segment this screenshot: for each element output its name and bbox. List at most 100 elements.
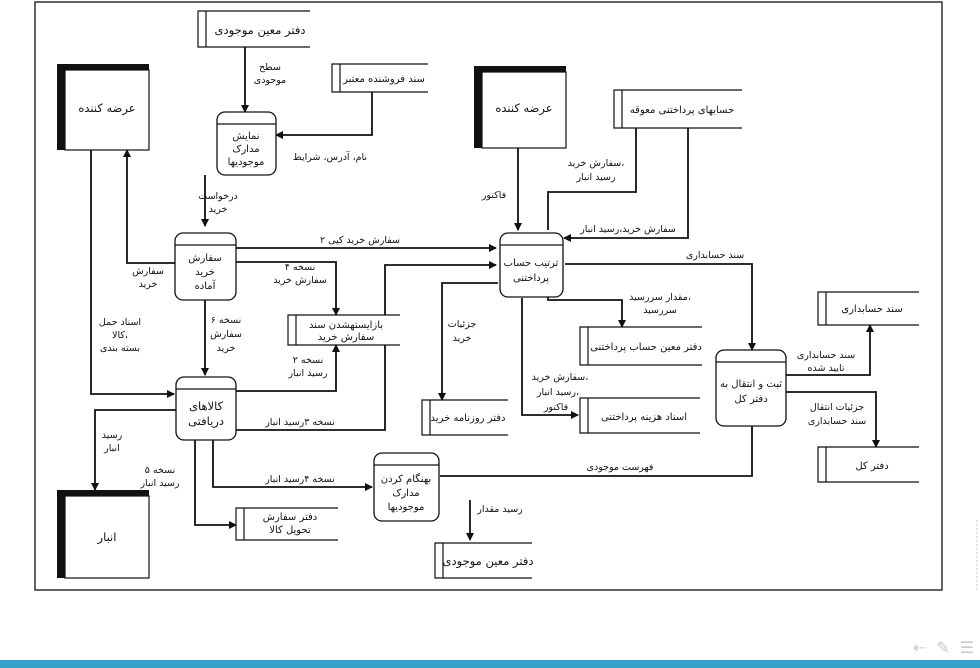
flow-label: سفارش خرید کپی ۲ — [320, 235, 400, 246]
flow-copy2-receipt — [236, 344, 340, 392]
process-label: ترتیب حساب — [504, 258, 559, 269]
flow-label: سفارش — [210, 329, 242, 340]
entity-supplier-right: عرضه کننده — [474, 66, 567, 149]
flow-approved-doc — [786, 324, 874, 376]
flow-label: سررسید — [643, 305, 677, 316]
store-overdue-payables — [613, 89, 742, 129]
store-accounting-doc — [817, 291, 919, 326]
flow-label: رسید — [102, 430, 123, 441]
flow-label: سند حسابداری — [686, 250, 744, 261]
store-label: سند فروشنده معتبر — [342, 74, 425, 85]
process-label: پرداختنی — [513, 273, 549, 284]
process-payment-arrange — [499, 232, 564, 298]
flow-label: سفارش خرید، — [532, 372, 589, 383]
flow-label: انبار — [103, 443, 120, 454]
entity-supplier-left: عرضه کننده — [57, 64, 150, 151]
flow-label: نسخه ۵ — [145, 465, 175, 476]
store-label: تحویل کالا — [269, 525, 311, 536]
flow-shipping-docs — [90, 150, 175, 398]
menu-icon[interactable]: ☰ — [959, 638, 974, 657]
store-label: حسابهای پرداختنی معوقه — [630, 105, 734, 116]
flow-copy5-receipt — [194, 440, 237, 529]
flow-label: نسخه ۴رسید انبار — [264, 474, 335, 485]
process-update-inventory — [373, 452, 440, 522]
store-label: بازایستهشدن سند — [309, 320, 383, 331]
store-label: دفتر معین موجودی — [443, 554, 534, 569]
flow-order-receipt-invoice — [521, 298, 579, 419]
back-arrow-icon[interactable]: ⇠ — [912, 638, 927, 657]
store-goods-delivery-book — [235, 507, 338, 541]
process-prepare-order — [174, 232, 237, 301]
flow-label: نسخه ۶ — [211, 315, 241, 326]
flow-label: رسید انبار — [575, 172, 615, 183]
flow-label: نسخه ۲ — [293, 355, 323, 366]
process-label: بهنگام کردن — [381, 473, 431, 485]
flow-label: سفارش خرید — [273, 275, 327, 286]
process-label: مدارک — [392, 488, 419, 499]
flow-label: سطح — [259, 62, 281, 73]
flow-purchase-details — [438, 282, 498, 401]
process-label: نمایش — [232, 131, 259, 142]
flow-transfer-details — [786, 391, 880, 448]
store-label: دفتر سفارش — [263, 512, 317, 523]
flow-label: خرید — [139, 279, 158, 290]
store-payment-expense-doc — [579, 397, 700, 434]
flow-label: خرید — [453, 333, 472, 344]
store-inventory-ledger-bottom — [434, 542, 532, 579]
process-label: مدارک — [232, 144, 259, 155]
flow-label: رسید انبار — [139, 478, 179, 489]
store-label: دفتر کل — [855, 461, 888, 472]
flow-label: فاکتور — [481, 190, 506, 201]
store-inventory-ledger-top — [197, 10, 310, 48]
store-general-ledger — [817, 446, 919, 483]
process-label: آماده — [195, 279, 217, 292]
flow-label: سند حسابداری — [797, 350, 855, 361]
process-label: ثبت و انتقال به — [720, 379, 782, 390]
flow-label: سند حسابداری — [808, 416, 866, 427]
process-label: دریافتی — [188, 414, 224, 429]
process-label: موجودیها — [388, 502, 425, 513]
flow-label: درخواست — [198, 191, 238, 202]
store-open-order-doc — [287, 314, 400, 346]
store-label: دفتر معین موجودی — [215, 23, 306, 38]
flow-order-to-supplier — [123, 149, 176, 264]
store-label: سند حسابداری — [841, 304, 902, 315]
flow-label: نام، آدرس، شرایط — [293, 150, 367, 163]
diagram-frame — [34, 1, 943, 591]
flow-label: خرید — [217, 343, 236, 354]
process-label: سفارش — [188, 253, 222, 264]
flow-label: جزئیات — [448, 319, 477, 330]
flow-label: کالا، — [112, 330, 128, 341]
flow-label: تایید شده — [808, 363, 845, 374]
flow-label: رسید انبار — [287, 368, 327, 379]
flow-name-address-terms — [275, 92, 373, 139]
process-show-inventory-docs — [216, 111, 277, 176]
flow-label: سفارش خرید،رسید انبار — [579, 224, 676, 235]
flow-copy3-receipt — [236, 261, 497, 431]
flow-label: سفارش — [132, 266, 164, 277]
flow-label: رسید مقدار — [476, 504, 523, 515]
flow-copy4-receipt — [212, 440, 373, 491]
flow-inventory-list — [440, 403, 756, 477]
flow-receipt-to-warehouse — [91, 409, 178, 491]
flow-label: موجودی — [254, 75, 286, 86]
svg-text:عرضه کننده: عرضه کننده — [495, 101, 552, 116]
store-label: سفارش خرید — [318, 332, 374, 343]
flow-label: سفارش خرید، — [568, 158, 625, 169]
flow-label: فهرست موجودی — [587, 462, 654, 473]
process-label: کالاهای — [189, 399, 224, 413]
svg-text:انبار: انبار — [97, 530, 117, 545]
process-received-goods — [175, 376, 237, 441]
bottom-strip — [0, 660, 980, 668]
flow-label: جزئیات انتقال — [810, 402, 864, 413]
pencil-icon[interactable]: ✎ — [936, 638, 950, 657]
flow-label: رسید انبار، — [536, 387, 579, 398]
flow-label: فاکتور — [543, 402, 568, 413]
slide-nav-icons: ⇠ ✎ ☰ — [913, 638, 974, 657]
flow-order-receipt-a — [547, 117, 640, 230]
flow-label: اسناد حمل — [99, 317, 141, 328]
flow-label: نسخه ۴ — [285, 262, 315, 273]
process-label: دفتر کل — [734, 394, 767, 405]
flow-order-receipt-b — [563, 128, 689, 242]
